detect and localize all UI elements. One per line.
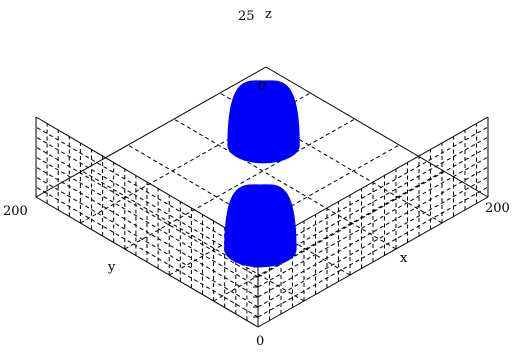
plot-frame bbox=[35, 66, 489, 328]
floor-grid-line-x-0 bbox=[81, 170, 305, 302]
wall-x-hline-2 bbox=[257, 166, 489, 298]
dome-surface-1 bbox=[227, 80, 300, 164]
frame-floor-x-front bbox=[257, 196, 489, 328]
floor-grid-line-y-2 bbox=[124, 118, 356, 250]
wall-y-hline-3 bbox=[35, 156, 259, 288]
frame-top-y bbox=[35, 116, 259, 248]
y-tick-label-200: 200 bbox=[3, 204, 28, 219]
y-axis-label: y bbox=[107, 260, 116, 275]
wall-x-hline-4 bbox=[257, 146, 489, 278]
floor-grid-line-x-3 bbox=[219, 92, 443, 224]
wall-y-hline-1 bbox=[35, 176, 259, 308]
x-axis-label: x bbox=[400, 251, 408, 266]
floor-grid-line-y-1 bbox=[168, 144, 400, 276]
frame-floor-left bbox=[35, 66, 267, 198]
frame-top-x bbox=[257, 116, 489, 248]
frame-floor-y-front bbox=[35, 196, 259, 328]
wall-x-hline-6 bbox=[257, 126, 489, 258]
origin-label: 0 bbox=[256, 334, 264, 349]
floor-grid-line-y-0 bbox=[213, 170, 444, 302]
surface-series bbox=[224, 80, 300, 268]
z-origin-label: 0 bbox=[258, 79, 266, 94]
z-tick-label-25: 25 bbox=[238, 9, 255, 24]
dome-surface-0 bbox=[224, 184, 297, 268]
dome-0 bbox=[224, 184, 297, 268]
z-axis-label: z bbox=[265, 7, 272, 22]
floor-grid-line-x-2 bbox=[173, 118, 397, 250]
wall-x-hline-1 bbox=[257, 176, 489, 308]
wall-x-hline-0 bbox=[257, 186, 489, 318]
dome-1 bbox=[227, 80, 300, 164]
x-tick-label-200: 200 bbox=[485, 201, 510, 216]
frame-floor-right bbox=[265, 66, 489, 198]
wall-x-hline-3 bbox=[257, 156, 489, 288]
